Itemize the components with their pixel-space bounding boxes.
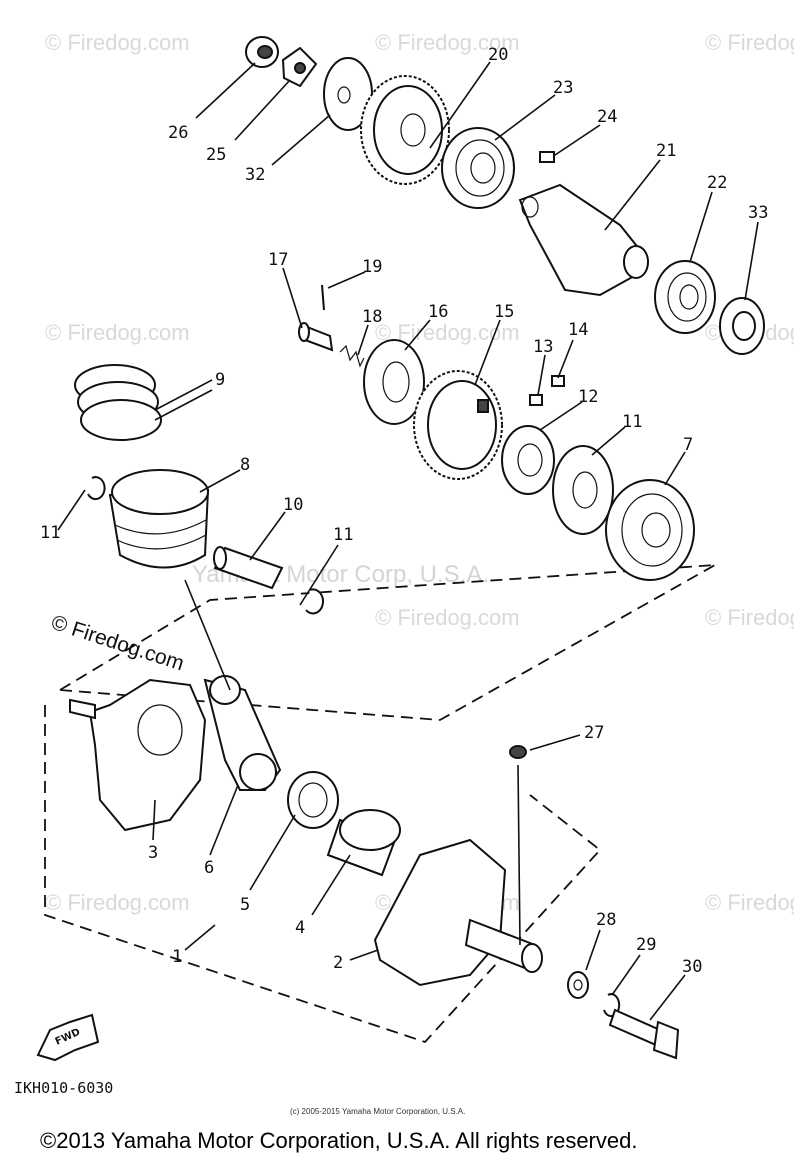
- callout-18: 17: [268, 250, 288, 270]
- callout-1: 1: [172, 947, 182, 967]
- callout-28: 27: [584, 723, 604, 743]
- callout-13: 12: [578, 387, 598, 407]
- part-8-piston: [108, 469, 210, 569]
- part-24-bearing: [441, 127, 515, 209]
- footer-copyright: ©2013 Yamaha Motor Corporation, U.S.A. A…: [40, 1128, 637, 1153]
- part-19-spring: [339, 344, 365, 368]
- fwd-arrow-icon: FWD: [36, 1013, 100, 1062]
- callout-14: 13: [533, 337, 553, 357]
- callout-6: 6: [204, 858, 214, 878]
- callout-24: 23: [553, 78, 573, 98]
- part-27-nut: [245, 36, 279, 68]
- svg-text:© Firedog.com: © Firedog.com: [48, 611, 186, 676]
- callout-31: 30: [682, 957, 702, 977]
- part-5-needle-bearing: [287, 771, 339, 829]
- callout-10: 10: [283, 495, 303, 515]
- part-11-clip-right: [305, 588, 325, 615]
- part-3-crank-half: [69, 678, 207, 832]
- callout-7: 7: [683, 435, 693, 455]
- part-26-lockwasher: [281, 46, 318, 88]
- callout-17: 16: [428, 302, 448, 322]
- part-14-spring: [529, 394, 543, 406]
- callout-8: 8: [240, 455, 250, 475]
- callout-27: 26: [168, 123, 188, 143]
- callout-19: 18: [362, 307, 382, 327]
- callout-5: 5: [240, 895, 250, 915]
- callout-2: 2: [333, 953, 343, 973]
- callout-layer: 26 25 32 20 23 24 21 22 33 17 19 18 16 1…: [40, 45, 768, 977]
- callout-11-right: 11: [333, 525, 353, 545]
- callout-12: 11: [622, 412, 642, 432]
- part-10-piston-pin: [213, 546, 284, 590]
- watermark-firedog: © Firedog.com: [375, 30, 520, 55]
- callout-30: 29: [636, 935, 656, 955]
- part-16-gear: [413, 370, 503, 480]
- callout-4: 4: [295, 918, 305, 938]
- leader-lines: [57, 61, 759, 1021]
- callout-32: 32: [245, 165, 265, 185]
- watermark-firedog: © Firedog.com: [45, 30, 190, 55]
- diagram-code: IKH010-6030: [14, 1079, 113, 1097]
- part-7-bearing: [605, 479, 695, 581]
- part-29-washer: [567, 971, 589, 999]
- callout-26: 25: [206, 145, 226, 165]
- watermark-firedog: © Firedog.com: [705, 890, 794, 915]
- small-copyright: (c) 2005-2015 Yamaha Motor Corporation, …: [290, 1107, 465, 1116]
- callout-11: 11: [40, 523, 60, 543]
- part-31-bolt: [608, 1008, 680, 1060]
- part-33-oil-seal: [719, 297, 765, 355]
- part-6-connecting-rod: [203, 675, 282, 791]
- part-21-gear: [360, 75, 450, 185]
- part-22-balancer-shaft: [518, 183, 649, 297]
- callout-20: 19: [362, 257, 382, 277]
- callout-23: 22: [707, 173, 727, 193]
- assembly-boundary: [44, 564, 716, 1044]
- watermark-firedog: © Firedog.com: [705, 605, 794, 630]
- callout-3: 3: [148, 843, 158, 863]
- part-25-key: [539, 151, 555, 163]
- callout-29: 28: [596, 910, 616, 930]
- watermark-firedog: © Firedog.com: [45, 320, 190, 345]
- part-4-crank-pin: [326, 809, 401, 877]
- callout-33: 33: [748, 203, 768, 223]
- watermark-firedog: © Firedog.com: [705, 30, 794, 55]
- watermark-firedog: © Firedog.com: [375, 605, 520, 630]
- part-13-hub: [501, 425, 555, 495]
- part-12-plate: [552, 445, 614, 535]
- firedog-stamp: © Firedog.com: [48, 611, 186, 676]
- part-20-pin: [321, 284, 325, 311]
- callout-9: 9: [215, 370, 225, 390]
- part-28-key: [509, 745, 527, 759]
- part-17-plate: [363, 339, 425, 425]
- part-9-piston-rings: [74, 364, 162, 441]
- callout-25: 24: [597, 107, 617, 127]
- watermark-firedog: © Firedog.com: [45, 890, 190, 915]
- callout-21: 20: [488, 45, 508, 65]
- part-11-clip-left: [87, 476, 106, 501]
- part-18-pin: [298, 322, 334, 352]
- part-23-bearing: [654, 260, 716, 334]
- callout-22: 21: [656, 141, 676, 161]
- callout-16: 15: [494, 302, 514, 322]
- callout-15: 14: [568, 320, 588, 340]
- part-2-crank-half: [373, 838, 543, 987]
